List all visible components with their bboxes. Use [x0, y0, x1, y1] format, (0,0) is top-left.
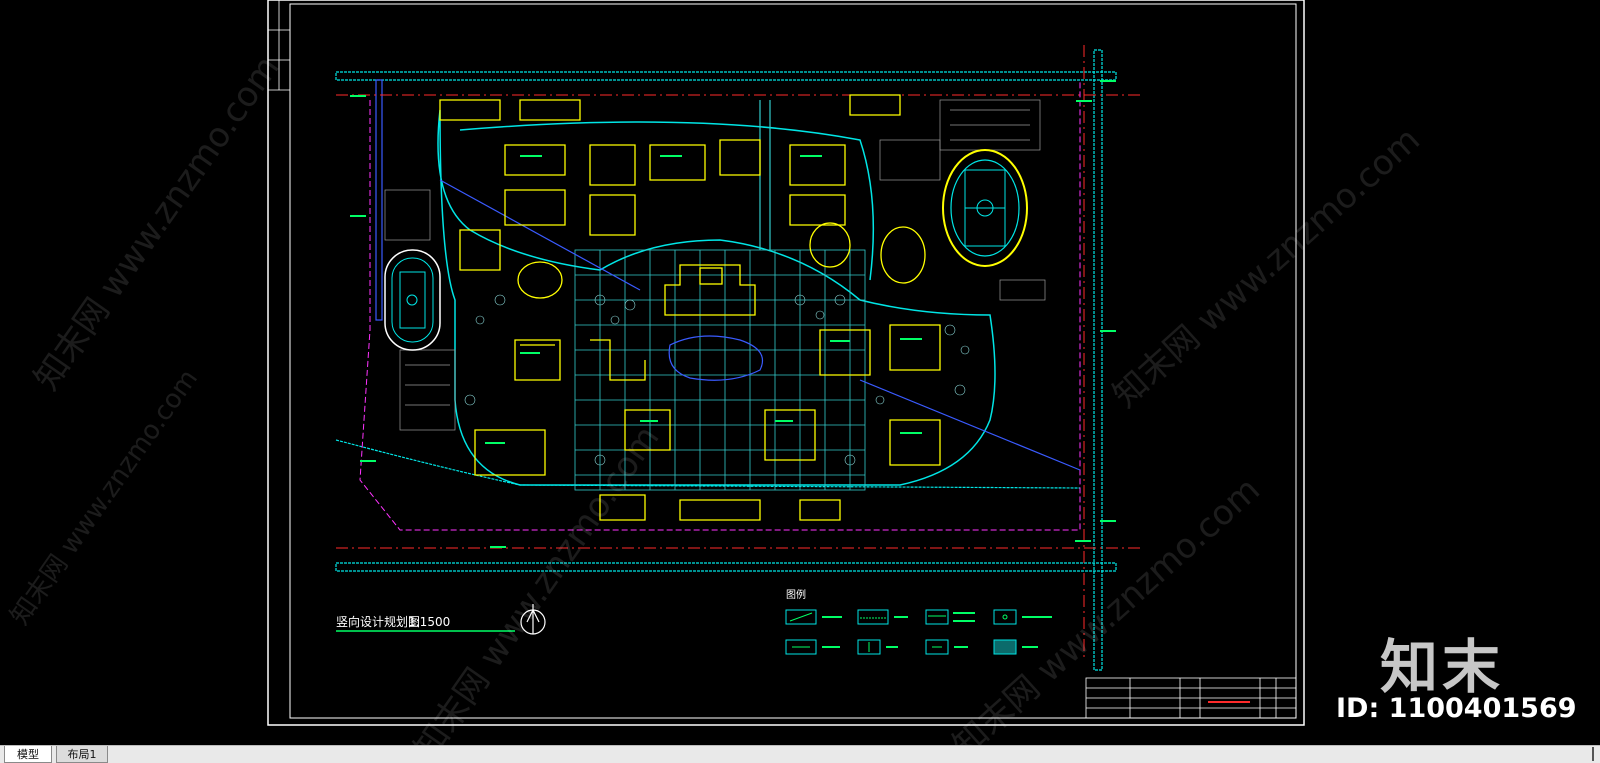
legend-heading: 图例 — [786, 588, 806, 601]
legend-swatches — [785, 609, 1017, 655]
housing-blocks — [384, 99, 1046, 431]
layout-tab-bar: 模型 布局1 — [0, 745, 1600, 763]
central-plaza-grid — [574, 100, 866, 491]
resource-id-label: ID: 1100401569 — [1336, 693, 1577, 724]
main-stadium — [942, 149, 1028, 267]
drawing-scale: 1:1500 — [408, 615, 450, 629]
campus-ring-road — [437, 109, 996, 486]
tab-bar-scroll-handle[interactable] — [1592, 747, 1594, 761]
title-block — [1085, 677, 1297, 719]
drawing-title: 竖向设计规划图 — [336, 614, 420, 629]
central-pond — [668, 335, 764, 381]
site-plan-drawing: 竖向设计规划图 1:1500 图例 — [267, 0, 1305, 726]
outer-frame — [267, 0, 1305, 726]
cad-model-viewport[interactable]: 竖向设计规划图 1:1500 图例 — [0, 0, 1600, 745]
property-lines — [336, 45, 1140, 660]
small-track — [384, 249, 441, 351]
north-arrow — [520, 604, 546, 635]
building-labels — [350, 80, 1116, 548]
legend-label-marks — [822, 612, 1052, 648]
tab-layout-1[interactable]: 布局1 — [56, 746, 108, 763]
diagonal-axes — [439, 179, 1081, 471]
brand-logo: 知末 — [1380, 633, 1505, 701]
landscape-trees — [464, 294, 970, 466]
buildings — [439, 94, 941, 521]
inner-frame — [289, 3, 1297, 719]
perimeter-roads — [335, 49, 1117, 671]
tab-model[interactable]: 模型 — [4, 746, 52, 763]
